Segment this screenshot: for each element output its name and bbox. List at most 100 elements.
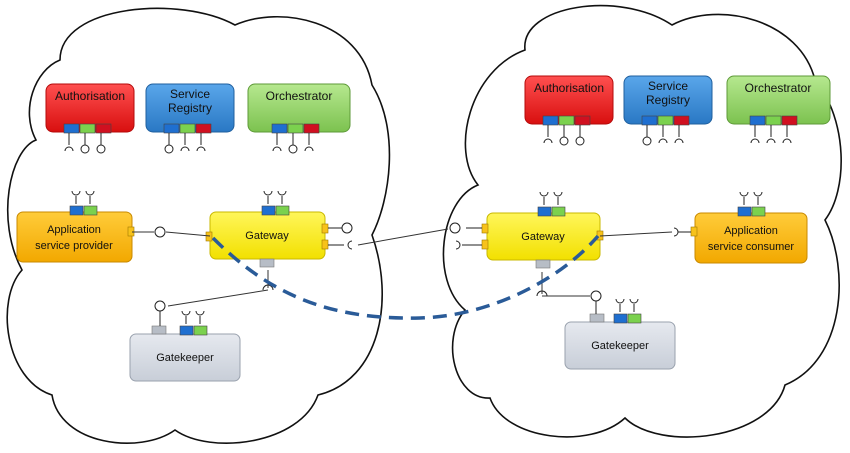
right-orchestrator-i0-required-interface: [750, 138, 760, 144]
right-service-registry-port-red: [673, 115, 690, 126]
left-gateway-east-port-1: [321, 223, 329, 234]
left-gateway-s2-required-interface: [277, 190, 287, 196]
left-orchestrator-port-blue: [271, 123, 288, 134]
left-orchestrator-i1-provided-interface: [288, 144, 298, 154]
left-gatekeeper-s1-required-interface: [181, 310, 191, 316]
left-gateway-bottom-port: [259, 258, 275, 268]
left-provider-port-blue: [69, 205, 84, 216]
left-gw-east-provided-interface: [341, 222, 353, 234]
right-authorisation-i2-provided-interface: [575, 136, 585, 146]
left-service-registry-port-red: [195, 123, 212, 134]
left-gatekeeper-label: Gatekeeper: [156, 352, 214, 364]
right-gateway-west-port-2: [481, 239, 489, 250]
right-orchestrator-label: Orchestrator: [745, 81, 812, 95]
left-gatekeeper-s2-required-interface: [195, 310, 205, 316]
right-gateway-port-green: [551, 206, 566, 217]
right-gateway-bottom-port: [535, 259, 551, 269]
left-orchestrator-system: Orchestrator: [247, 83, 351, 133]
right-authorisation-port-green: [558, 115, 575, 126]
right-authorisation-port-blue: [542, 115, 559, 126]
right-gatekeeper-side-port: [589, 313, 605, 323]
left-gateway-s1-required-interface: [263, 190, 273, 196]
left-orchestrator-i2-required-interface: [304, 146, 314, 152]
right-orchestrator-port-green: [765, 115, 782, 126]
right-orchestrator-port-red: [781, 115, 798, 126]
right-service-registry-i1-required-interface: [658, 138, 668, 144]
right-gatekeeper-port-blue: [613, 313, 628, 324]
service-interfaces: [64, 125, 792, 326]
right-consumer-label-1: Application: [724, 225, 778, 237]
right-service-registry-i0-provided-interface: [642, 136, 652, 146]
right-orchestrator-i2-required-interface: [782, 138, 792, 144]
left-gateway-port-green: [275, 205, 290, 216]
right-gatekeeper-provided-interface: [590, 290, 602, 302]
left-provider-s2-required-interface: [85, 190, 95, 196]
provider-provided-interface: [154, 226, 166, 238]
left-gatekeeper-provided-interface: [154, 300, 166, 312]
right-authorisation-label: Authorisation: [534, 81, 604, 95]
right-gateway-to-consumer-link: [599, 231, 673, 237]
left-service-registry-i0-provided-interface: [164, 144, 174, 154]
left-gateway-port-blue: [261, 205, 276, 216]
right-service-registry-label-1: Service: [648, 79, 688, 93]
left-provider-s1-required-interface: [71, 190, 81, 196]
right-gatekeeper-s2-required-interface: [629, 298, 639, 304]
right-gw-west-required-interface: [455, 240, 461, 250]
left-service-registry-label-2: Registry: [168, 101, 212, 115]
left-provider-label-1: Application: [47, 224, 101, 236]
left-authorisation-port-blue: [63, 123, 80, 134]
left-gatekeeper-port-green: [193, 325, 208, 336]
left-authorisation-system: Authorisation: [45, 83, 135, 133]
right-consumer-port-blue: [737, 206, 752, 217]
left-gatekeeper-port-blue: [179, 325, 194, 336]
left-gw-east-required-interface: [347, 240, 353, 250]
left-orchestrator-port-green: [287, 123, 304, 134]
right-consumer-side-port: [690, 226, 698, 237]
left-service-registry-system: Service Registry: [145, 83, 235, 133]
right-consumer-port-green: [751, 206, 766, 217]
left-gateway-west-port: [205, 231, 213, 242]
right-orchestrator-i1-required-interface: [766, 138, 776, 144]
service-ports: [63, 115, 798, 336]
left-gatekeeper-side-port: [151, 325, 167, 335]
right-service-registry-label-2: Registry: [646, 93, 690, 107]
right-gateway-label: Gateway: [521, 231, 565, 243]
right-gw-west-provided-interface: [449, 222, 461, 234]
right-service-registry-port-blue: [641, 115, 658, 126]
service-connections: [132, 228, 673, 307]
right-gatekeeper-s1-required-interface: [615, 298, 625, 304]
left-authorisation-i0-required-interface: [64, 146, 74, 152]
right-authorisation-i0-required-interface: [543, 138, 553, 144]
left-gateway-east-port-2: [321, 239, 329, 250]
right-gateway-west-port-1: [481, 223, 489, 234]
left-authorisation-port-red: [95, 123, 112, 134]
right-service-registry-system: Service Registry: [623, 75, 713, 125]
left-service-registry-port-blue: [163, 123, 180, 134]
right-gatekeeper-port-green: [627, 313, 642, 324]
right-authorisation-port-red: [574, 115, 591, 126]
left-provider-label-2: service provider: [35, 240, 113, 252]
left-service-registry-label-1: Service: [170, 87, 210, 101]
left-orchestrator-label: Orchestrator: [266, 89, 333, 103]
left-authorisation-i1-provided-interface: [80, 144, 90, 154]
left-provider-system: Application service provider: [16, 211, 133, 263]
left-gateway-system: Gateway: [209, 211, 326, 260]
right-authorisation-i1-provided-interface: [559, 136, 569, 146]
inter-gateway-link: [357, 228, 449, 246]
left-orchestrator-port-red: [303, 123, 320, 134]
right-consumer-system: Application service consumer: [694, 212, 808, 264]
right-gateway-s1-required-interface: [539, 191, 549, 197]
right-gateway-port-blue: [537, 206, 552, 217]
provider-gateway-link: [165, 231, 211, 237]
left-service-registry-i1-required-interface: [180, 146, 190, 152]
left-authorisation-label: Authorisation: [55, 89, 125, 103]
left-authorisation-i2-provided-interface: [96, 144, 106, 154]
right-consumer-s1-required-interface: [739, 191, 749, 197]
gatekeeper-dashed-link: [211, 234, 600, 320]
right-orchestrator-port-blue: [749, 115, 766, 126]
left-authorisation-port-green: [79, 123, 96, 134]
left-service-registry-port-green: [179, 123, 196, 134]
left-gateway-label: Gateway: [245, 230, 289, 242]
right-service-registry-i2-required-interface: [674, 138, 684, 144]
